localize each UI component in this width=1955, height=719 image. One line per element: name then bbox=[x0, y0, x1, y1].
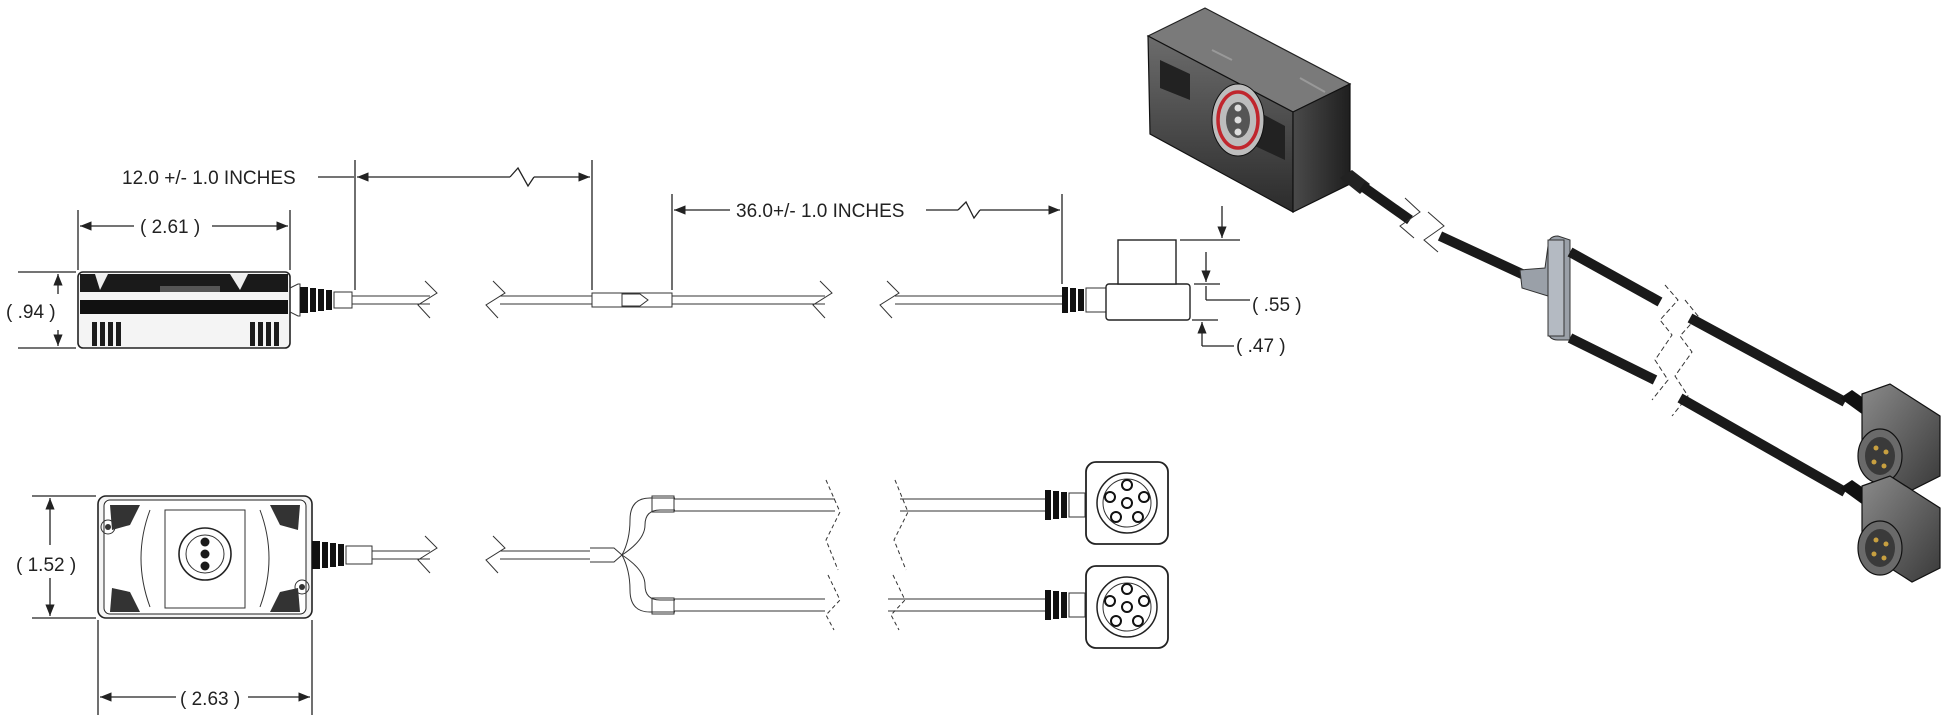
dim-cable-1: 12.0 +/- 1.0 INCHES bbox=[122, 160, 593, 290]
iso-cable-branches bbox=[1567, 247, 1848, 497]
dim-side-height-label: ( .94 ) bbox=[6, 302, 56, 323]
iso-housing bbox=[1146, 7, 1352, 214]
dim-connector-thickness: ( .47 ) bbox=[1192, 319, 1286, 357]
dim-cable-1-label: 12.0 +/- 1.0 INCHES bbox=[122, 168, 296, 189]
dim-connector-height-label: ( .55 ) bbox=[1252, 295, 1302, 316]
side-view: ( 2.61 ) ( .94 ) 12.0 +/- 1.0 INCHES 36.… bbox=[6, 160, 1302, 357]
top-strain-relief bbox=[312, 541, 373, 569]
top-view: ( 1.52 ) ( 2.63 ) bbox=[16, 461, 1169, 715]
dim-connector-height: ( .55 ) bbox=[1180, 206, 1302, 316]
top-housing bbox=[97, 495, 313, 619]
iso-cable bbox=[1340, 170, 1538, 285]
dim-top-height-label: ( 1.52 ) bbox=[16, 555, 76, 576]
isometric-view bbox=[1146, 7, 1941, 583]
iso-connector-upper bbox=[1840, 383, 1941, 491]
dim-top-width: ( 2.63 ) bbox=[97, 620, 313, 715]
dim-connector-thickness-label: ( .47 ) bbox=[1236, 336, 1286, 357]
top-connector-lower bbox=[1045, 565, 1169, 649]
iso-connector-lower bbox=[1840, 475, 1941, 583]
dim-cable-2: 36.0+/- 1.0 INCHES bbox=[671, 194, 1063, 290]
side-housing bbox=[77, 271, 291, 349]
dim-cable-2-label: 36.0+/- 1.0 INCHES bbox=[736, 201, 904, 222]
dim-side-height: ( .94 ) bbox=[6, 271, 76, 349]
side-connector bbox=[1062, 239, 1191, 321]
top-connector-upper bbox=[1045, 461, 1169, 545]
top-cable bbox=[372, 479, 1045, 631]
iso-y-splitter bbox=[1519, 235, 1571, 341]
side-strain-relief bbox=[289, 283, 353, 317]
dim-side-width: ( 2.61 ) bbox=[77, 210, 291, 270]
side-cable bbox=[352, 280, 1062, 319]
dim-top-height: ( 1.52 ) bbox=[16, 495, 96, 619]
dim-top-width-label: ( 2.63 ) bbox=[180, 689, 240, 710]
dim-side-width-label: ( 2.61 ) bbox=[140, 217, 200, 238]
